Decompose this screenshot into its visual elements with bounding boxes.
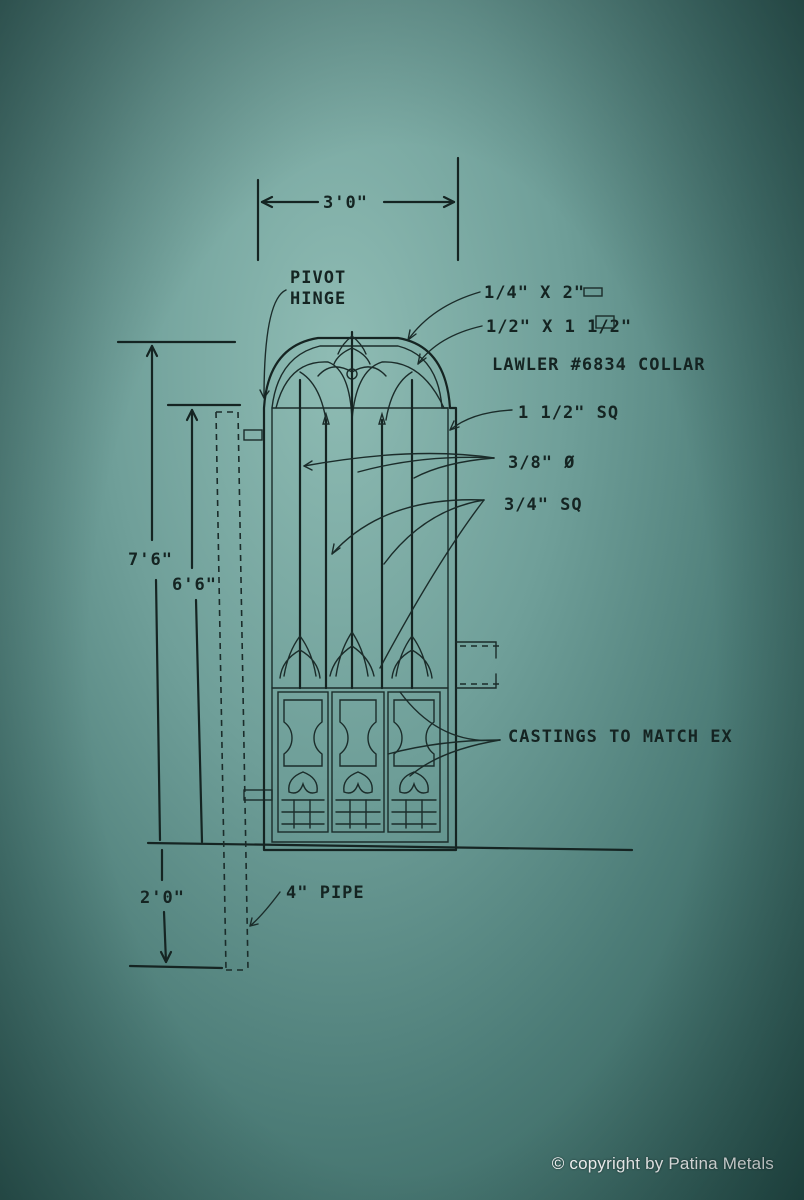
- flat-bar-2-label: 1/2" X 1 1/2": [486, 317, 632, 337]
- gate-arches: [275, 361, 445, 421]
- gate-height-label: 6'6": [172, 575, 217, 595]
- grade-line: [146, 841, 634, 852]
- castings-label: CASTINGS TO MATCH EX: [508, 727, 733, 747]
- pivot-hinge-label-2: HINGE: [290, 289, 346, 309]
- pivot-hinge-label-1: PIVOT: [290, 268, 346, 288]
- width-label: 3'0": [323, 193, 368, 213]
- flat-bar-callout-2: 1/2" X 1 1/2": [417, 315, 632, 365]
- round-bar-label: 3/8" Ø: [508, 453, 575, 473]
- width-dimension: 3'0": [256, 156, 460, 262]
- round-bar-callout: 3/8" Ø: [303, 452, 575, 479]
- frame-square-label: 1 1/2" SQ: [518, 403, 619, 423]
- pipe-post: 4" PIPE: [215, 411, 365, 971]
- below-grade-dimension: 2'0": [128, 848, 224, 970]
- latch: [455, 641, 500, 689]
- picket-square-label: 3/4" SQ: [504, 495, 583, 515]
- collar-label: LAWLER #6834 COLLAR: [492, 355, 705, 375]
- leaf-castings: [279, 631, 433, 679]
- picket-square-callout: 3/4" SQ: [331, 495, 583, 669]
- pivot-hinge-callout: PIVOT HINGE: [243, 268, 346, 801]
- below-grade-label: 2'0": [140, 888, 185, 908]
- lower-panels: [277, 691, 441, 833]
- gate-height-dimension: 6'6": [166, 403, 242, 844]
- frame-square-callout: 1 1/2" SQ: [449, 403, 619, 431]
- total-height-dimension: 7'6": [116, 340, 237, 842]
- copyright-notice: © copyright by Patina Metals: [551, 1154, 774, 1173]
- total-height-label: 7'6": [128, 550, 173, 570]
- gate-frame: [262, 336, 458, 852]
- flat-bar-1-label: 1/4" X 2": [484, 283, 585, 303]
- pipe-label: 4" PIPE: [286, 883, 365, 903]
- castings-callout: CASTINGS TO MATCH EX: [387, 691, 733, 777]
- flat-bar-callout-1: 1/4" X 2": [407, 283, 603, 341]
